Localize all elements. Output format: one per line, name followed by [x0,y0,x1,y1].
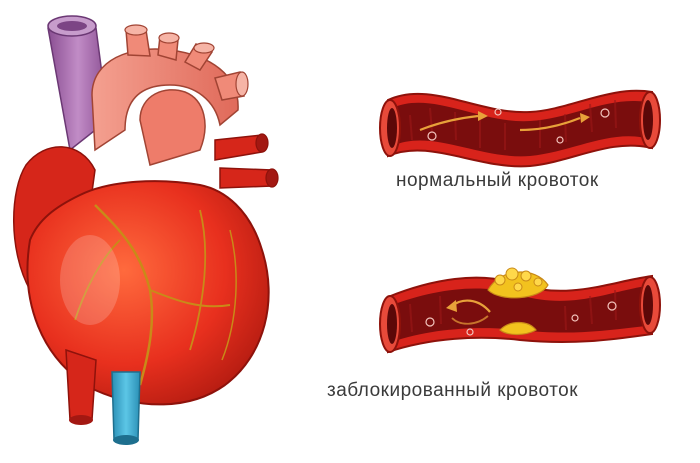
blocked-vessel-illustration [380,268,660,352]
blocked-flow-label: заблокированный кровоток [327,380,578,402]
normal-vessel-illustration [380,91,660,167]
heart-illustration [14,16,278,445]
normal-flow-label: нормальный кровоток [396,170,599,192]
